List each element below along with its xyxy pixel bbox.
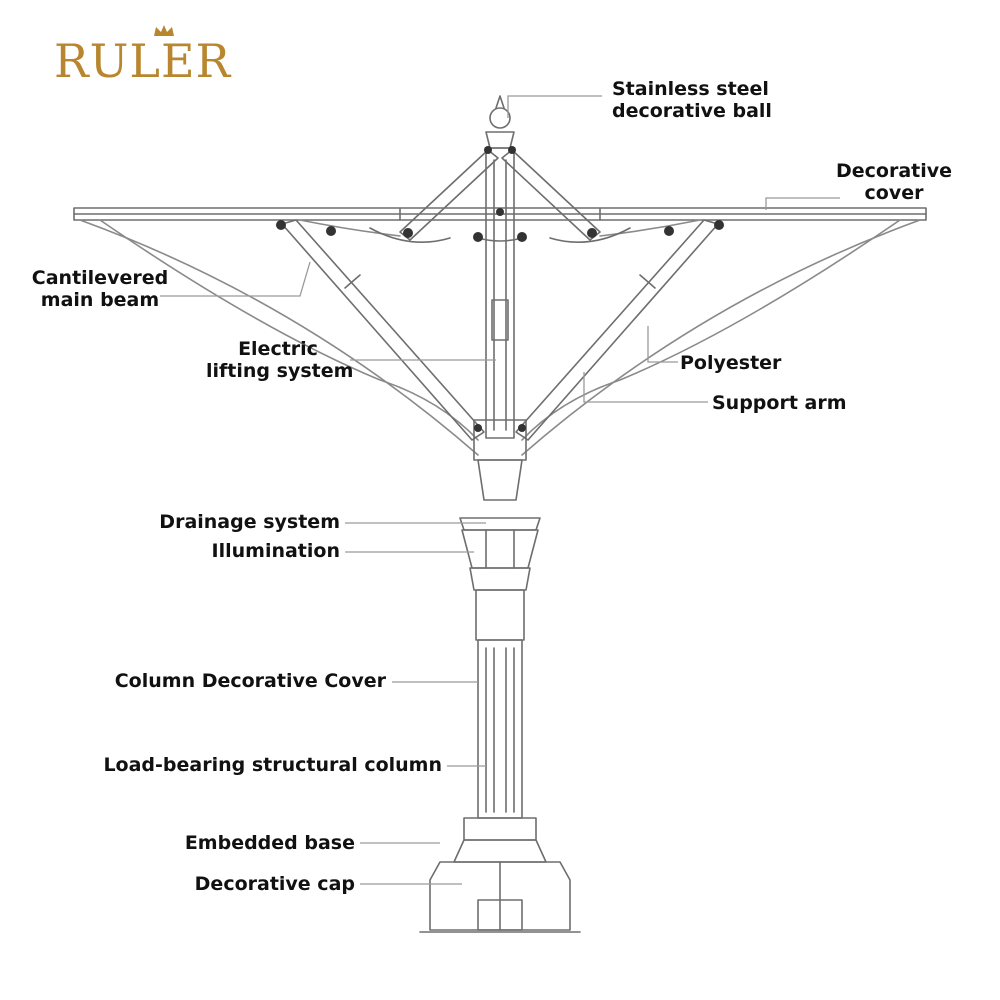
brand-name: RULER [54, 34, 232, 88]
decorative-ball [485, 95, 515, 149]
label-stainless-ball: Stainless steel decorative ball [612, 78, 772, 122]
lower-hub [473, 419, 527, 501]
upper-pole [485, 147, 515, 439]
column-cover [477, 639, 523, 819]
label-electric-lifting: Electric lifting system [206, 338, 354, 382]
label-support-arm: Support arm [712, 392, 847, 414]
label-column-cover: Column Decorative Cover [114, 670, 386, 692]
label-polyester: Polyester [680, 352, 782, 374]
label-decorative-cap: Decorative cap [194, 873, 355, 895]
label-illumination: Illumination [211, 540, 340, 562]
embedded-base [419, 817, 581, 933]
polyester-canopy [79, 219, 921, 456]
leader-lines [160, 95, 840, 885]
label-embedded-base: Embedded base [184, 832, 355, 854]
joint-dots [276, 146, 724, 432]
label-load-bearing: Load-bearing structural column [103, 754, 442, 776]
crown-icon [154, 25, 174, 36]
support-arms [281, 219, 719, 441]
illumination-housing [459, 517, 541, 641]
label-cantilevered-beam: Cantilevered main beam [31, 267, 169, 311]
label-decorative-cover: Decorative cover [836, 160, 953, 204]
label-drainage: Drainage system [159, 511, 340, 533]
brand-logo: RULER [54, 25, 231, 84]
